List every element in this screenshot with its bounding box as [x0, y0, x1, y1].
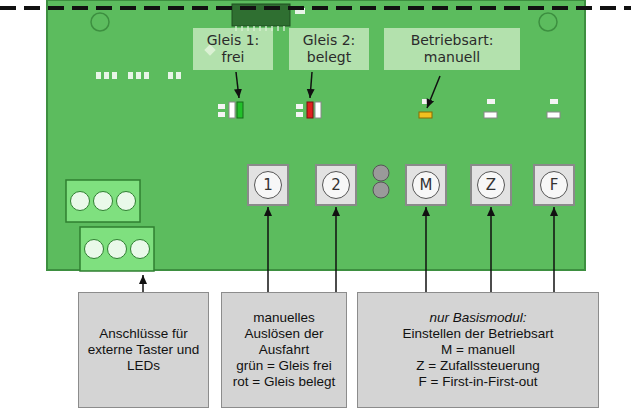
info-box: Anschlüsse für externe Taster und LEDs	[78, 292, 209, 408]
connector-arrow	[425, 207, 427, 292]
smd-pads	[96, 72, 181, 79]
smd-part	[296, 104, 303, 109]
status-label: Betriebsart: manuell	[384, 28, 520, 70]
node-text: Einstellen der Betriebsart	[403, 326, 554, 342]
node-text: Z = Zufallssteuerung	[416, 358, 539, 374]
cut-line	[0, 6, 631, 10]
led-off	[484, 112, 497, 118]
smd-part	[550, 99, 558, 104]
led-red-on	[307, 102, 313, 118]
node-text: rot = Gleis belegt	[233, 374, 335, 390]
connector-arrow	[553, 207, 555, 292]
led-green-on	[237, 102, 243, 118]
smd-part	[218, 104, 225, 109]
node-text: 2	[322, 171, 350, 199]
node-text: nur Basismodul:	[430, 310, 527, 326]
smd-part	[218, 112, 225, 117]
leader-arrow	[310, 72, 312, 98]
node-text: Betriebsart: manuell	[388, 32, 516, 66]
node-text: Anschlüsse für externe Taster und LEDs	[84, 326, 203, 374]
led-off	[547, 112, 560, 118]
jumper	[373, 165, 389, 181]
push-button: F	[533, 164, 575, 206]
connector-arrow	[490, 207, 492, 292]
mounting-hole	[539, 13, 557, 31]
connector-arrow	[267, 207, 269, 292]
circuit-board	[47, 0, 585, 270]
push-button: 2	[315, 164, 357, 206]
jumper	[373, 182, 389, 198]
smd-part	[296, 112, 303, 117]
mounting-hole	[91, 13, 109, 31]
node-text: F	[540, 171, 568, 199]
node-text: M	[412, 171, 440, 199]
connector-arrow	[335, 207, 337, 292]
smd-part	[487, 99, 495, 104]
led-yellow-on	[419, 112, 432, 118]
info-box: manuelles Auslösen der Ausfahrtgrün = Gl…	[221, 292, 347, 408]
terminal-block	[80, 227, 154, 271]
status-label: Gleis 1: frei	[193, 28, 273, 70]
node-text: grün = Gleis frei	[236, 358, 332, 374]
leader-arrow	[427, 76, 440, 108]
node-text: 1	[254, 171, 282, 199]
node-text: F = First-in-First-out	[419, 374, 538, 390]
info-box: nur Basismodul:Einstellen der Betriebsar…	[357, 292, 599, 408]
node-text: manuelles Auslösen der Ausfahrt	[227, 310, 341, 358]
led-green-off	[315, 102, 321, 118]
push-button: 1	[247, 164, 289, 206]
terminal-block	[66, 180, 140, 222]
led-red-off	[229, 102, 235, 118]
status-label: Gleis 2: belegt	[289, 28, 369, 70]
leader-arrow	[142, 275, 144, 292]
node-text: Z	[477, 171, 505, 199]
push-button: Z	[470, 164, 512, 206]
leader-arrow	[236, 72, 239, 98]
push-button: M	[405, 164, 447, 206]
node-text: Gleis 2: belegt	[293, 32, 365, 66]
node-text: M = manuell	[441, 342, 515, 358]
node-text: Gleis 1: frei	[197, 32, 269, 66]
